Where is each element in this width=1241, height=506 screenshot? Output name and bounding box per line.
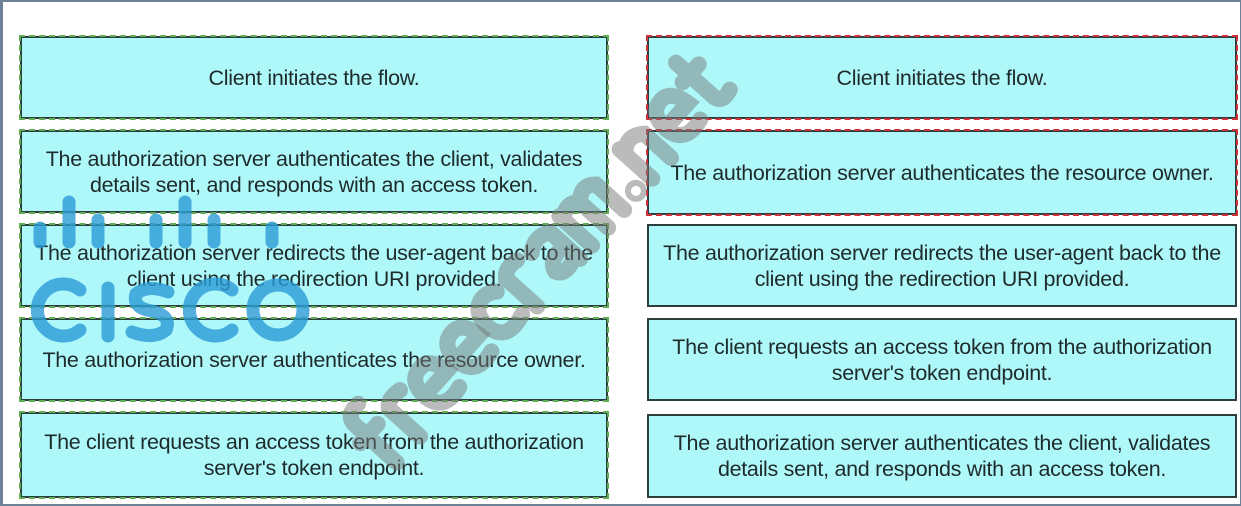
right-step-5[interactable]: The authorization server authenticates t… xyxy=(647,414,1237,498)
left-step-3[interactable]: The authorization server redirects the u… xyxy=(19,223,609,308)
right-step-2[interactable]: The authorization server authenticates t… xyxy=(646,129,1238,216)
left-step-5[interactable]: The client requests an access token from… xyxy=(19,411,609,499)
right-step-1[interactable]: Client initiates the flow. xyxy=(646,35,1238,120)
right-step-3[interactable]: The authorization server redirects the u… xyxy=(647,224,1237,307)
right-step-4[interactable]: The client requests an access token from… xyxy=(647,318,1237,401)
left-step-4[interactable]: The authorization server authenticates t… xyxy=(19,317,609,402)
left-step-2[interactable]: The authorization server authenticates t… xyxy=(19,129,609,214)
left-step-1[interactable]: Client initiates the flow. xyxy=(19,35,609,120)
